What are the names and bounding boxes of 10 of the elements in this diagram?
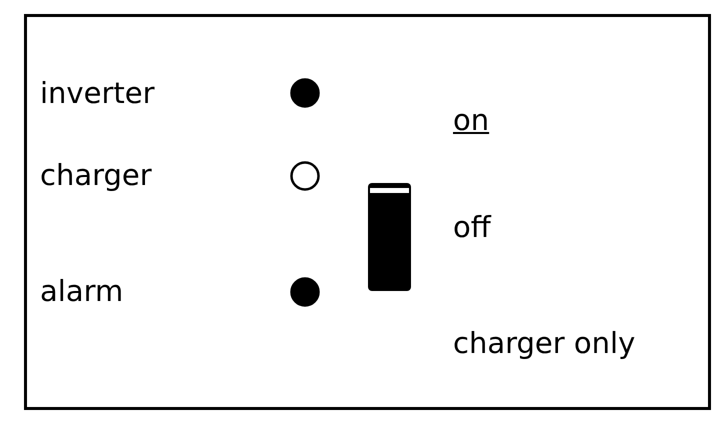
switch-position-label: charger only	[453, 326, 636, 360]
indicator-light	[290, 161, 320, 191]
indicator-label: alarm	[40, 274, 124, 308]
indicator-label: charger	[40, 158, 152, 192]
switch-position-label: on	[453, 103, 490, 137]
toggle-switch	[367, 182, 412, 292]
indicator-light	[290, 78, 320, 108]
indicator-label: inverter	[40, 76, 154, 110]
indicator-light	[290, 277, 320, 307]
switch-position-label: off	[453, 210, 491, 244]
